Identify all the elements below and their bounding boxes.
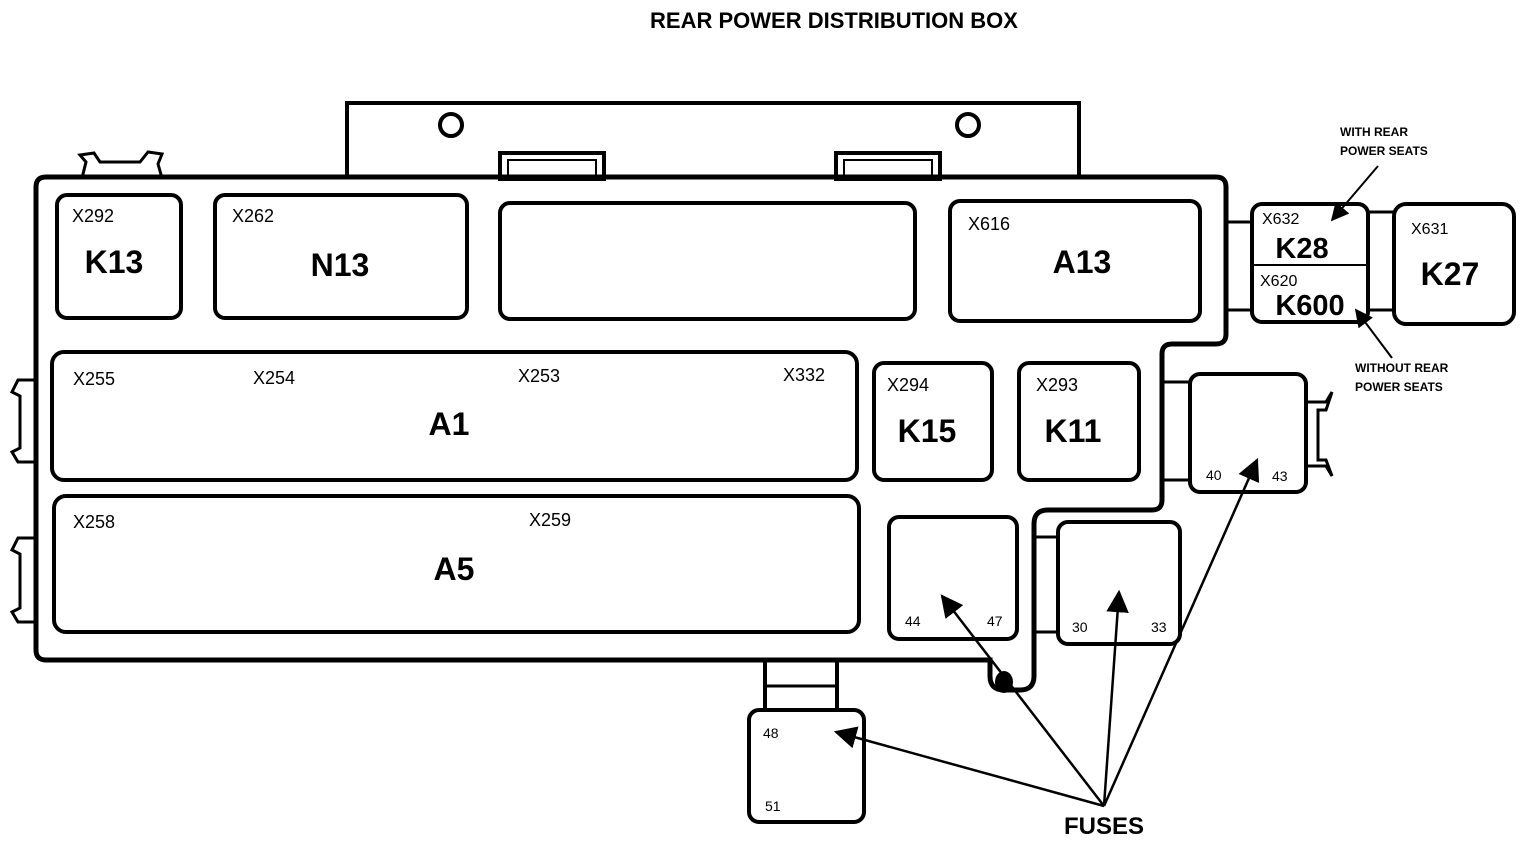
fuse-number-first: 40 xyxy=(1206,467,1222,483)
note-without-rear-power-seats: WITHOUT REAR POWER SEATS xyxy=(1355,361,1449,394)
diagram-title: REAR POWER DISTRIBUTION BOX xyxy=(650,8,1018,33)
component-name: A13 xyxy=(1053,244,1112,280)
component-name: K13 xyxy=(85,244,144,280)
connector-code: X258 xyxy=(73,512,115,532)
component-a13[interactable]: X616 A13 xyxy=(948,199,1202,323)
connector-code: X632 xyxy=(1262,211,1299,228)
note-arrow-k600 xyxy=(1354,308,1393,359)
component-name: A1 xyxy=(429,406,470,442)
svg-text:WITH REAR: WITH REAR xyxy=(1340,125,1408,139)
svg-text:POWER SEATS: POWER SEATS xyxy=(1355,380,1443,394)
bottom-connector-stub xyxy=(763,658,839,712)
fuse-number-last: 47 xyxy=(987,613,1003,629)
component-n13[interactable]: X262 N13 xyxy=(213,193,469,320)
fuse-block-30-33[interactable]: 30 33 xyxy=(1034,520,1182,646)
note-arrow-k28 xyxy=(1330,165,1379,222)
connector-code: X294 xyxy=(887,375,929,395)
component-name: K27 xyxy=(1421,256,1480,292)
component-name: K600 xyxy=(1275,290,1344,322)
empty-slot[interactable] xyxy=(498,201,917,321)
connector-code: X262 xyxy=(232,206,274,226)
connector-code: X631 xyxy=(1411,221,1448,238)
fuses-arrows xyxy=(833,457,1260,808)
component-k11[interactable]: X293 K11 xyxy=(1017,361,1141,482)
fuse-number-first: 44 xyxy=(905,613,921,629)
connector-code: X259 xyxy=(529,510,571,530)
component-a1[interactable]: X255 X254 X253 X332 A1 xyxy=(50,350,859,482)
connector-code: X253 xyxy=(518,366,560,386)
svg-text:WITHOUT REAR: WITHOUT REAR xyxy=(1355,361,1449,375)
housing-tab xyxy=(995,671,1013,693)
component-name: N13 xyxy=(311,247,370,283)
component-k13[interactable]: X292 K13 xyxy=(55,193,183,320)
connector-code: X255 xyxy=(73,369,115,389)
component-name: A5 xyxy=(434,551,475,587)
top-mounting-plate xyxy=(345,101,1081,181)
connector-code: X254 xyxy=(253,368,295,388)
component-k15[interactable]: X294 K15 xyxy=(872,361,994,482)
left-top-clip xyxy=(77,150,165,179)
fuse-number-last: 43 xyxy=(1272,468,1288,484)
fuse-block-44-47[interactable]: 44 47 xyxy=(887,515,1019,641)
connector-code: X620 xyxy=(1260,273,1297,290)
left-side-clips xyxy=(9,378,36,624)
svg-text:POWER SEATS: POWER SEATS xyxy=(1340,144,1428,158)
note-with-rear-power-seats: WITH REAR POWER SEATS xyxy=(1340,125,1428,158)
component-name: K15 xyxy=(898,413,957,449)
main-housing xyxy=(33,174,1229,693)
relay-module-k28-k600[interactable]: X632 K28 X620 K600 xyxy=(1226,202,1370,324)
fuse-number-last: 33 xyxy=(1151,619,1167,635)
fuse-block-48-51[interactable]: 48 51 xyxy=(747,708,866,824)
fuse-block-40-43[interactable]: 40 43 xyxy=(1162,372,1334,494)
fuse-number-first: 48 xyxy=(763,725,779,741)
fuses-label: FUSES xyxy=(1064,813,1144,840)
component-k27[interactable]: X631 K27 xyxy=(1366,202,1516,326)
component-a5[interactable]: X258 X259 A5 xyxy=(52,494,861,634)
connector-code: X292 xyxy=(72,206,114,226)
component-name: K11 xyxy=(1045,413,1102,449)
component-name: K28 xyxy=(1275,233,1328,265)
fuse-number-last: 51 xyxy=(765,798,781,814)
connector-code: X616 xyxy=(968,214,1010,234)
connector-code: X332 xyxy=(783,365,825,385)
fuse-number-first: 30 xyxy=(1072,619,1088,635)
connector-code: X293 xyxy=(1036,375,1078,395)
